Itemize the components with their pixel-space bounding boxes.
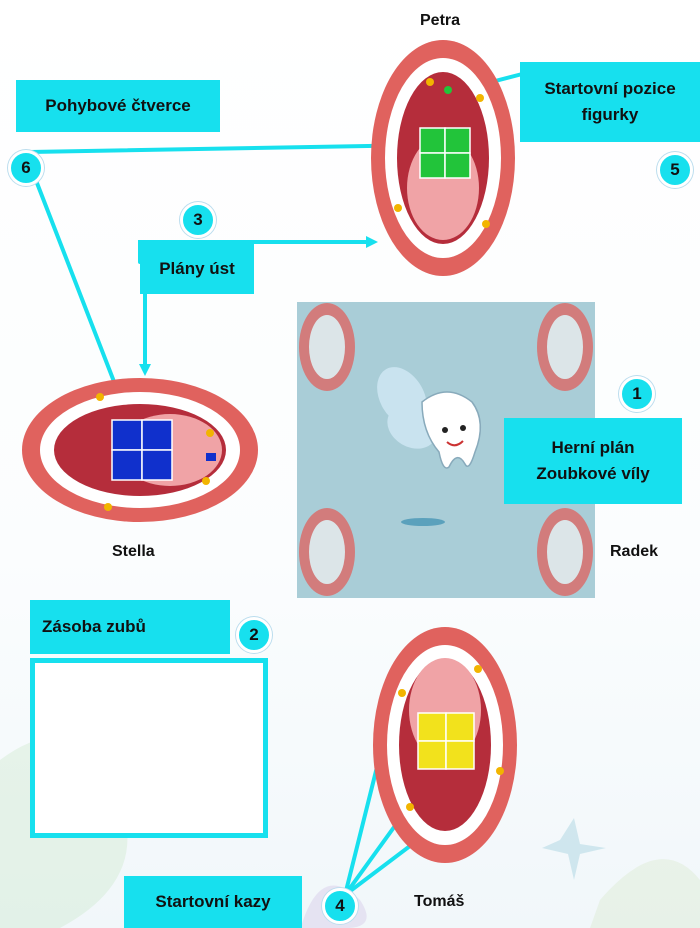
label-startovni-pozice-line2: figurky: [582, 102, 639, 128]
badge-1: 1: [619, 376, 655, 412]
label-startovni-pozice-line1: Startovní pozice: [544, 76, 675, 102]
label-startovni-pozice: Startovní pozice figurky: [520, 62, 700, 142]
badge-2: 2: [236, 617, 272, 653]
line-6-to-green: [30, 145, 425, 152]
label-herni-plan-line1: Herní plán: [551, 435, 634, 461]
player-name-petra: Petra: [420, 12, 460, 30]
label-startovni-kazy: Startovní kazy: [124, 876, 302, 928]
label-herni-plan-line2: Zoubkové víly: [536, 461, 649, 487]
badge-6: 6: [8, 150, 44, 186]
tooth-supply-box: [30, 658, 268, 838]
badge-4: 4: [322, 888, 358, 924]
label-pohybove-ctverce: Pohybové čtverce: [16, 80, 220, 132]
mouth-petra: [368, 38, 518, 278]
badge-5: 5: [657, 152, 693, 188]
label-zasoba-zubu: Zásoba zubů: [30, 600, 230, 654]
label-plany-ust: Plány úst: [140, 244, 254, 294]
player-name-stella: Stella: [112, 543, 155, 561]
line-6-to-blue: [30, 165, 125, 410]
mouth-tomas: [370, 625, 520, 865]
player-name-tomas: Tomáš: [414, 893, 464, 911]
label-herni-plan: Herní plán Zoubkové víly: [504, 418, 682, 504]
badge-3: 3: [180, 202, 216, 238]
mouth-stella: [20, 375, 260, 525]
player-name-radek: Radek: [610, 543, 658, 561]
